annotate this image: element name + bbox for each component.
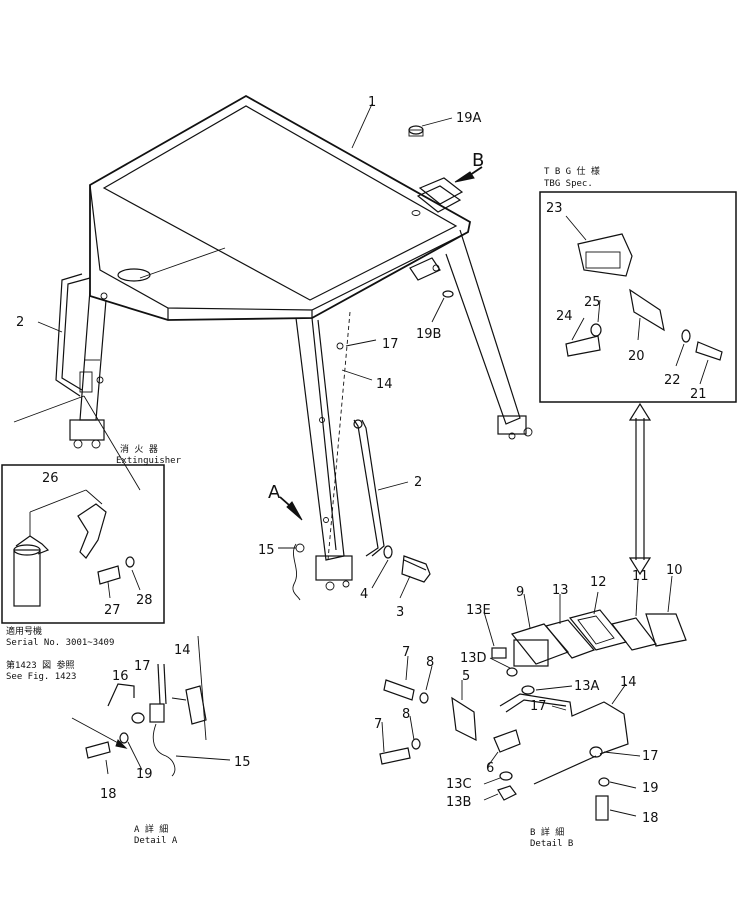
callout-16: 16 bbox=[112, 669, 129, 684]
callout-a-arrow: A bbox=[268, 482, 281, 503]
callout-8-top: 8 bbox=[426, 655, 434, 670]
notes: T B G 仕 様 TBG Spec. 消 火 器 Extinguisher 適… bbox=[6, 165, 600, 849]
callout-12: 12 bbox=[590, 575, 607, 590]
callout-18-detail-b: 18 bbox=[642, 811, 659, 826]
detail-a-jp: A 詳 細 bbox=[134, 823, 168, 835]
callout-14: 14 bbox=[376, 377, 393, 392]
tbg-spec-inset bbox=[539, 191, 737, 403]
callout-b-arrow: B bbox=[472, 150, 484, 171]
canopy-assembly bbox=[55, 94, 533, 601]
callout-17-detail-b-upper: 17 bbox=[530, 699, 547, 714]
detail-a-en: Detail A bbox=[134, 836, 178, 846]
callout-8-bottom: 8 bbox=[402, 707, 410, 722]
callout-5: 5 bbox=[462, 669, 470, 684]
callout-13c: 13C bbox=[446, 777, 472, 792]
callout-11: 11 bbox=[632, 569, 649, 584]
callout-15: 15 bbox=[258, 543, 275, 558]
tbg-spec-en: TBG Spec. bbox=[544, 179, 593, 189]
callout-22: 22 bbox=[664, 373, 681, 388]
callout-17-detail-b-lower: 17 bbox=[642, 749, 659, 764]
callout-23: 23 bbox=[546, 201, 563, 216]
callout-1: 1 bbox=[368, 95, 376, 110]
callout-24: 24 bbox=[556, 309, 573, 324]
callout-18-detail-a: 18 bbox=[100, 787, 117, 802]
callout-13: 13 bbox=[552, 583, 569, 598]
callout-26: 26 bbox=[42, 471, 59, 486]
callout-25: 25 bbox=[584, 295, 601, 310]
callout-17: 17 bbox=[382, 337, 399, 352]
detail-b-jp: B 詳 細 bbox=[530, 826, 564, 838]
callout-labels: 1 19A B 19B 17 14 2 2 A 15 4 3 26 27 28 … bbox=[16, 95, 707, 826]
callout-3: 3 bbox=[396, 605, 404, 620]
callout-6: 6 bbox=[486, 761, 494, 776]
callout-21: 21 bbox=[690, 387, 707, 402]
double-arrow bbox=[628, 402, 652, 576]
leader-lines bbox=[37, 103, 453, 599]
callout-13e: 13E bbox=[466, 603, 491, 618]
callout-19a: 19A bbox=[456, 111, 482, 126]
callout-7-bottom: 7 bbox=[374, 717, 382, 732]
extinguisher-en: Extinguisher bbox=[116, 456, 182, 466]
callout-17-detail-a: 17 bbox=[134, 659, 151, 674]
see-fig-en: See Fig. 1423 bbox=[6, 672, 76, 682]
callout-19b: 19B bbox=[416, 327, 441, 342]
callout-19-detail-a: 19 bbox=[136, 767, 153, 782]
callout-13a: 13A bbox=[574, 679, 600, 694]
detail-b-en: Detail B bbox=[530, 839, 573, 849]
tbg-spec-jp: T B G 仕 様 bbox=[544, 165, 600, 177]
callout-4: 4 bbox=[360, 587, 368, 602]
serial-jp: 適用号機 bbox=[6, 625, 42, 637]
callout-14-detail-b: 14 bbox=[620, 675, 637, 690]
callout-13d: 13D bbox=[460, 651, 487, 666]
callout-2-left: 2 bbox=[16, 315, 24, 330]
extinguisher-jp: 消 火 器 bbox=[120, 443, 158, 455]
callout-10: 10 bbox=[666, 563, 683, 578]
callout-15-detail-a: 15 bbox=[234, 755, 251, 770]
serial-en: Serial No. 3001~3409 bbox=[6, 638, 114, 648]
callout-28: 28 bbox=[136, 593, 153, 608]
extinguisher-inset bbox=[1, 395, 165, 624]
callout-13b: 13B bbox=[446, 795, 471, 810]
callout-2-right: 2 bbox=[414, 475, 422, 490]
callout-7-top: 7 bbox=[402, 645, 410, 660]
detail-a-drawing bbox=[71, 635, 231, 777]
callout-14-detail-a: 14 bbox=[174, 643, 191, 658]
callout-9: 9 bbox=[516, 585, 524, 600]
callout-19-detail-b: 19 bbox=[642, 781, 659, 796]
see-fig-jp: 第1423 図 参照 bbox=[6, 659, 75, 671]
callout-20: 20 bbox=[628, 349, 645, 364]
detail-b-drawing bbox=[379, 575, 687, 821]
callout-27: 27 bbox=[104, 603, 121, 618]
